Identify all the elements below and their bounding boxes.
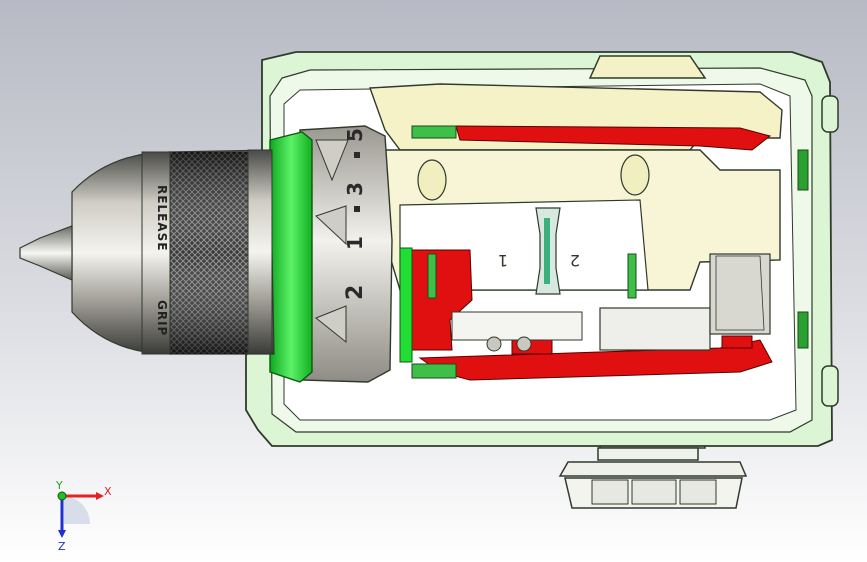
clutch-digit-3: 3 [343,182,367,196]
gear-speed-mark-1: 1 [498,251,508,270]
clutch-digit-1: 1 [343,236,367,250]
z-axis-label: Z [58,540,66,553]
keyless-chuck: RELEASE GRIP [19,149,275,355]
clutch-drill-mark: 2 [343,285,368,300]
gear-speed-mark-2: 2 [570,251,580,270]
x-axis-label: X [104,485,112,498]
chuck-release-label: RELEASE [155,185,169,251]
coordinate-triad: X Y Z [55,479,112,553]
y-axis-label: Y [55,479,63,492]
y-axis-dot [57,491,67,501]
chuck-grip-label: GRIP [155,300,169,336]
motor-assembly [451,253,771,352]
clutch-digit-5: 5 [343,128,367,142]
clutch-collar: 5 3 1 2 [269,125,413,383]
